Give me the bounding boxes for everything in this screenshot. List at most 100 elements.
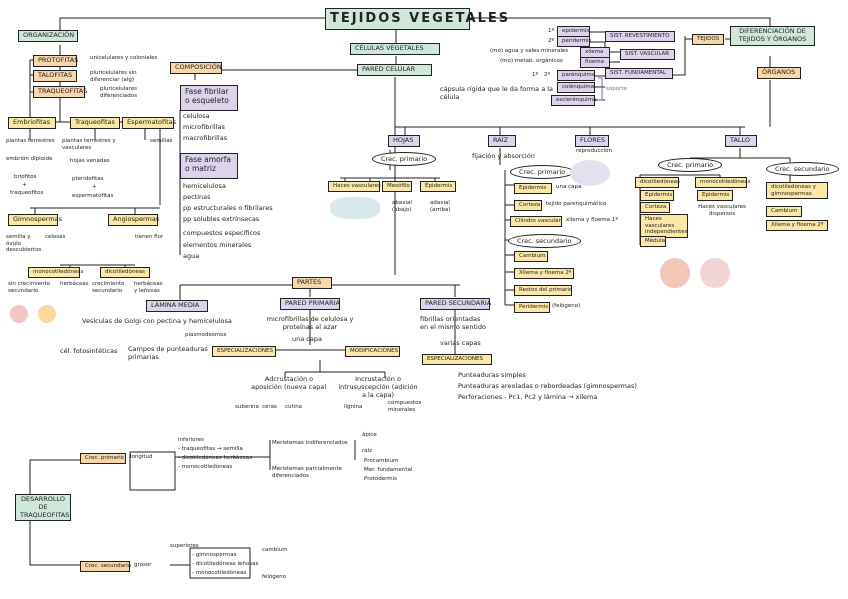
flores-desc: reproducción	[576, 148, 612, 154]
sist-revestimiento-box: SIST. REVESTIMIENTO	[605, 31, 675, 42]
composicion-box: COMPOSICIÓN	[170, 62, 222, 74]
sist-fundamental-box: SIST. FUNDAMENTAL	[605, 68, 673, 79]
protofitas-box: PROTOFITAS	[33, 55, 78, 67]
minerales: compuestos minerales	[388, 400, 422, 413]
raiz-box: RAÍZ	[488, 135, 516, 147]
traqueofitas-desc2: plantas terrestres y vasculares	[62, 138, 116, 151]
tallo-medula-box: Médula	[640, 236, 666, 247]
dicot-desc: crecimiento secundario	[92, 281, 125, 294]
fa-item-0: hemicelulosa	[183, 182, 226, 190]
dev-raiz: raíz	[362, 448, 373, 454]
cilindro-desc: xilema y floema 1º	[566, 217, 618, 223]
tallo-cs-desc-box: dicotiledóneas y gimnospermas	[766, 182, 828, 200]
pared-celular-desc: cápsula rígida que le da forma a la célu…	[440, 85, 554, 101]
fijacion-absorcion: fijación y absorción	[472, 152, 535, 160]
desarrollo-crec-secundario-box: Crec. secundario	[80, 561, 131, 572]
protofitas-desc: unicelulares y coloniales	[90, 55, 158, 61]
superiores: superiores	[170, 543, 199, 549]
ceras: ceras	[262, 404, 277, 410]
diferenciacion-box: DIFERENCIACIÓN DE TEJIDOS Y ÓRGANOS	[730, 26, 815, 46]
ps-desc: fibrillas orientadas en el mismo sentido	[420, 315, 486, 331]
espermatofitas-box: Espermatofitas	[122, 117, 176, 129]
hojas-adaxial: adaxial (arriba)	[430, 200, 451, 213]
cilindro-vascular-box: Cilindro vascular	[510, 216, 562, 227]
tallo-crec-primario: Crec. primario	[658, 158, 723, 172]
hojas-epidermis-box: Epidermis	[420, 181, 456, 192]
traqueofitas-desc: pluricelulares diferenciados	[100, 86, 138, 99]
pared-celular-box: PARED CELULAR	[357, 64, 432, 76]
fa-item-3: pp solubles extrínsecas	[183, 215, 260, 223]
embrion-diploide: embrión diploide	[6, 156, 53, 162]
fa-item-4: compuestos específicos	[183, 229, 261, 237]
metab-organicos: (mo) metab. orgánicos	[500, 58, 563, 64]
meristemas-primarios: Meristemas parcialmente diferenciados	[272, 466, 342, 479]
adicion: Adcrustación o aposición (nueva capa)	[251, 375, 327, 391]
s2b-label: 2º	[544, 72, 551, 78]
plus2: +	[92, 184, 97, 190]
tallo-cambium-box: Cambium	[766, 206, 802, 217]
tallo-monocot-box: monocotiledóneas	[695, 177, 751, 188]
xilema-box: xilema	[580, 47, 610, 58]
traqueofitos: traqueofitos	[10, 190, 44, 196]
organizacion-box: ORGANIZACIÓN	[18, 30, 78, 42]
mono-desc: sin crecimiento secundario	[8, 281, 51, 294]
esp-item-1: Punteaduras areoladas o rebordeadas (gim…	[458, 382, 637, 390]
fa-item-2: pp estructurales o fibrilares	[183, 204, 273, 212]
tejidos-box: TEJIDOS	[692, 34, 724, 45]
hojas-venadas: hojas venadas	[70, 158, 110, 164]
suberina: suberina	[235, 404, 259, 410]
hojas-haces-box: Haces vasculares	[328, 181, 381, 192]
apice: ápice	[362, 432, 377, 438]
inferiores: inferiores	[178, 437, 204, 443]
esclerenquima-box: esclerénquima	[551, 95, 596, 106]
s2-label: 2º	[548, 38, 555, 44]
dev-cambium: cambium	[262, 547, 288, 553]
corteza-desc: tejido parenquimático	[546, 201, 607, 207]
flower-drawing-2	[38, 305, 56, 323]
floema-box: floema	[580, 57, 610, 68]
tallo-corteza-box: Corteza	[640, 202, 670, 213]
raiz-crec-primario: Crec. primario	[510, 165, 575, 179]
embriofitas-box: Embriofitas	[8, 117, 56, 129]
fa-item-1: pectinas	[183, 193, 211, 201]
mesofilo-box: Mesófilo	[382, 181, 412, 192]
espermatofitas-text: espermatofitas	[72, 193, 114, 199]
monocot-box: monocotiledóneas	[28, 267, 84, 278]
partes-box: PARTES	[292, 277, 332, 289]
pp-desc: microfibrillas de celulosa y proteínas a…	[266, 315, 354, 331]
desarrollo-box: DESARROLLO DE TRAQUEOFITAS	[15, 494, 71, 522]
modificaciones-box: MODIFICACIONES	[345, 346, 400, 357]
semilla-desnuda: semilla y óvulo descubiertos	[6, 234, 42, 254]
raiz-epi-desc: una capa	[556, 184, 582, 190]
hojas-abaxial: abaxial (abajo)	[392, 200, 412, 213]
epidermis-box: epidermis	[557, 26, 590, 37]
restos-primario-box: Restos del primario	[514, 285, 572, 296]
especializaciones-box-2: ESPECIALIZACIONES	[422, 354, 492, 365]
hojas-crec-primario: Crec. primario	[372, 152, 437, 166]
organos-box: ÓRGANOS	[757, 67, 801, 79]
ff-item-0: celulosa	[183, 112, 210, 120]
soporte: soporte	[606, 86, 627, 92]
semillas: semillas	[150, 138, 173, 144]
meristemas-indiferenciados: Meristemas indiferenciados	[272, 440, 348, 446]
celosas: celosas	[45, 234, 66, 240]
main-title: TEJIDOS VEGETALES	[325, 8, 508, 30]
raiz-felogeno: (felógeno)	[552, 303, 581, 309]
tienen-flor: tienen flor	[135, 234, 164, 240]
flores-box: FLORES	[575, 135, 609, 147]
talofitas-desc: pluricelulares sin diferenciar (alg)	[90, 70, 137, 83]
corteza-box: Corteza	[514, 200, 542, 211]
colenquima-box: colénquima	[557, 82, 595, 93]
longitud: longitud	[130, 454, 153, 460]
list2-item-2: - monocotiledóneas	[192, 570, 247, 576]
fa-item-5: elementos minerales	[183, 241, 252, 249]
esp-item-0: Punteaduras simples	[458, 371, 526, 379]
s1b-label: 1º	[532, 72, 539, 78]
lamina-desc: Vesículas de Golgi con pectina y hemicel…	[82, 317, 232, 325]
pteridofitas: pteridofitas	[72, 176, 104, 182]
prim-item-2: Protodermis	[364, 476, 398, 482]
traqueofitas-box: TRAQUEOFITAS	[33, 86, 87, 98]
stem-section-drawing-2	[700, 258, 730, 288]
tallo-xilema-box: Xilema y floema 2º	[766, 220, 828, 231]
